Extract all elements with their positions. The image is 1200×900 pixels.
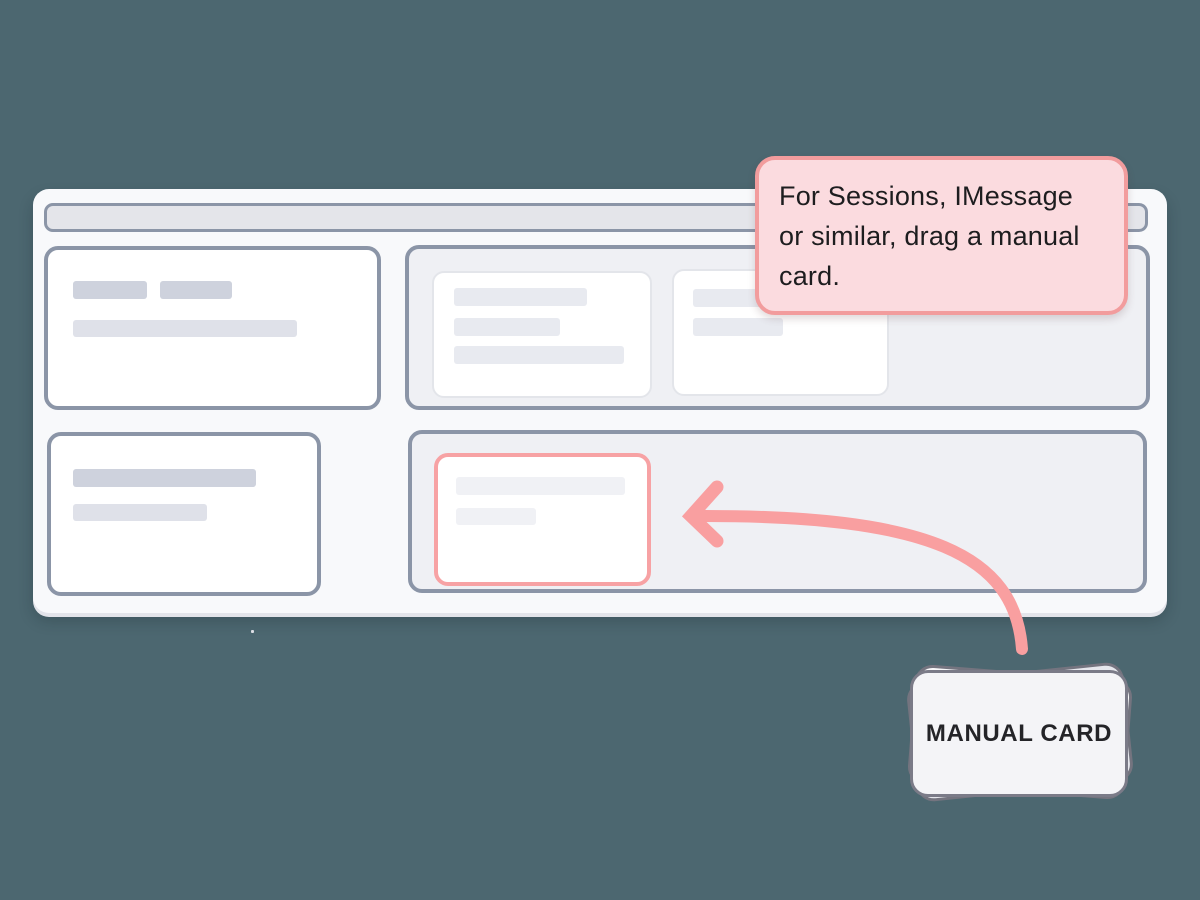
manual-card[interactable]: MANUAL CARD (910, 670, 1128, 797)
instruction-tooltip-text: For Sessions, IMessage or similar, drag … (779, 181, 1080, 291)
card-drop-zone-bottom (408, 430, 1147, 593)
skeleton-line (73, 320, 297, 337)
record-card[interactable] (44, 246, 381, 410)
manual-card-drop-slot[interactable] (434, 453, 651, 586)
skeleton-line (73, 469, 256, 487)
manual-card-stack[interactable]: MANUAL CARD (895, 648, 1145, 813)
dust-speck (251, 630, 254, 633)
skeleton-line (693, 289, 771, 307)
skeleton-line (454, 288, 587, 306)
skeleton-line (456, 477, 625, 495)
skeleton-line (454, 318, 560, 336)
session-card[interactable] (432, 271, 652, 398)
instruction-tooltip: For Sessions, IMessage or similar, drag … (755, 156, 1128, 315)
skeleton-line (456, 508, 536, 525)
skeleton-line (454, 346, 624, 364)
manual-card-label: MANUAL CARD (925, 719, 1113, 747)
skeleton-chip (73, 281, 147, 299)
skeleton-line (693, 318, 783, 336)
skeleton-line (73, 504, 207, 521)
skeleton-chip (160, 281, 232, 299)
record-card[interactable] (47, 432, 321, 596)
